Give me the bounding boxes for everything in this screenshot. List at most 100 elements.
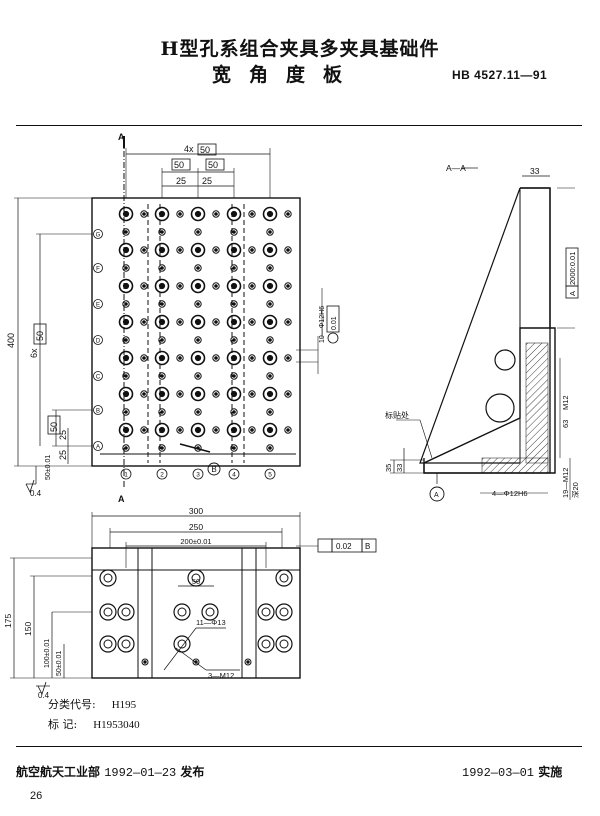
plan-dim-300: 300 xyxy=(189,506,203,516)
mark-label: 标 记: xyxy=(48,718,78,731)
hole-center xyxy=(286,284,290,288)
row-label-circle xyxy=(93,335,103,345)
hole-center xyxy=(158,318,166,326)
dim-25-left: 25 xyxy=(176,176,186,186)
dim-top-box-right: 50 xyxy=(208,160,218,170)
hole-center xyxy=(194,660,198,664)
plan-thread-hole xyxy=(192,658,200,666)
hole-center xyxy=(230,426,238,434)
hole-center xyxy=(250,392,254,396)
threaded-hole xyxy=(176,246,184,254)
threaded-hole xyxy=(266,444,274,452)
counterbore-hole xyxy=(226,278,242,294)
hole-center xyxy=(266,354,274,362)
threaded-hole xyxy=(230,372,238,380)
header-rule xyxy=(16,125,582,126)
threaded-hole xyxy=(212,318,220,326)
issuer: 航空航天工业部 xyxy=(16,765,101,779)
threaded-hole xyxy=(248,282,256,290)
counterbore-hole xyxy=(190,314,206,330)
counterbore-hole xyxy=(262,314,278,330)
hole-center xyxy=(122,354,130,362)
row-label: D xyxy=(96,339,101,345)
row-label: C xyxy=(96,375,101,381)
hole-center xyxy=(178,320,182,324)
side-dim-33b: 33 xyxy=(395,464,404,472)
plan-hole-inner xyxy=(177,607,187,617)
hole-center xyxy=(178,248,182,252)
hole-center xyxy=(124,230,128,234)
side-section-title: A—A xyxy=(446,163,466,173)
threaded-hole xyxy=(140,354,148,362)
threaded-hole xyxy=(284,318,292,326)
roughness-plan: 0.4 xyxy=(38,691,50,700)
threaded-hole xyxy=(266,264,274,272)
threaded-hole xyxy=(194,228,202,236)
plan-hole-outer xyxy=(117,603,135,621)
threaded-hole xyxy=(140,390,148,398)
threaded-hole xyxy=(230,228,238,236)
counterbore-hole xyxy=(226,206,242,222)
threaded-hole xyxy=(176,282,184,290)
row-label-circle xyxy=(93,441,103,451)
plan-thread-callout: 3—M12 xyxy=(208,671,234,680)
hole-center xyxy=(286,356,290,360)
hole-center xyxy=(232,302,236,306)
hole-center xyxy=(266,246,274,254)
row-label-circle xyxy=(93,299,103,309)
section-label-top: A xyxy=(118,132,125,142)
hole-center xyxy=(250,248,254,252)
datum-b-circle xyxy=(207,462,221,476)
hole-center xyxy=(194,426,202,434)
hole-center xyxy=(196,446,200,450)
hole-center xyxy=(194,246,202,254)
threaded-hole xyxy=(158,336,166,344)
hole-center xyxy=(286,212,290,216)
dim-left-25b: 25 xyxy=(58,450,68,460)
hole-center xyxy=(158,246,166,254)
plan-hole-outer xyxy=(275,603,293,621)
row-label: G xyxy=(96,233,101,239)
hole-center xyxy=(142,284,146,288)
threaded-hole xyxy=(176,318,184,326)
dim-height-pitch-box: 50 xyxy=(35,331,45,341)
plan-hole-inner xyxy=(121,639,131,649)
col-label-circle xyxy=(264,468,276,480)
plan-hole-inner xyxy=(279,607,289,617)
hole-center xyxy=(250,284,254,288)
side-thread-19: 19—M12 xyxy=(561,468,570,498)
page-number: 26 xyxy=(30,790,43,802)
threaded-hole xyxy=(212,426,220,434)
hole-center xyxy=(124,302,128,306)
hole-center xyxy=(194,282,202,290)
hole-center xyxy=(266,210,274,218)
dim-top-total: 4x xyxy=(184,144,194,154)
counterbore-hole xyxy=(118,278,134,294)
threaded-hole xyxy=(284,282,292,290)
plan-hole-outer xyxy=(99,603,117,621)
plan-hole-inner xyxy=(177,639,187,649)
hole-center xyxy=(230,318,238,326)
side-dim-35: 35 xyxy=(384,464,393,472)
hole-center xyxy=(196,410,200,414)
threaded-hole xyxy=(158,264,166,272)
plan-view-holes xyxy=(99,569,293,666)
threaded-hole xyxy=(158,408,166,416)
footer-rule xyxy=(16,746,582,747)
class-code-label: 分类代号: xyxy=(48,698,96,711)
hole-center xyxy=(268,410,272,414)
hole-center xyxy=(160,374,164,378)
dim-25-right: 25 xyxy=(202,176,212,186)
threaded-hole xyxy=(158,300,166,308)
hole-center xyxy=(268,374,272,378)
hole-center xyxy=(286,428,290,432)
counterbore-hole xyxy=(190,242,206,258)
hole-center xyxy=(142,392,146,396)
plan-hole-inner xyxy=(205,607,215,617)
plan-hole-inner xyxy=(261,607,271,617)
hole-center xyxy=(124,374,128,378)
hole-center xyxy=(286,392,290,396)
document-subtitle: 宽角度板 xyxy=(212,64,361,86)
issue-info: 航空航天工业部 1992—01—23 发布 xyxy=(16,763,204,780)
plan-dim-175: 175 xyxy=(3,614,13,628)
